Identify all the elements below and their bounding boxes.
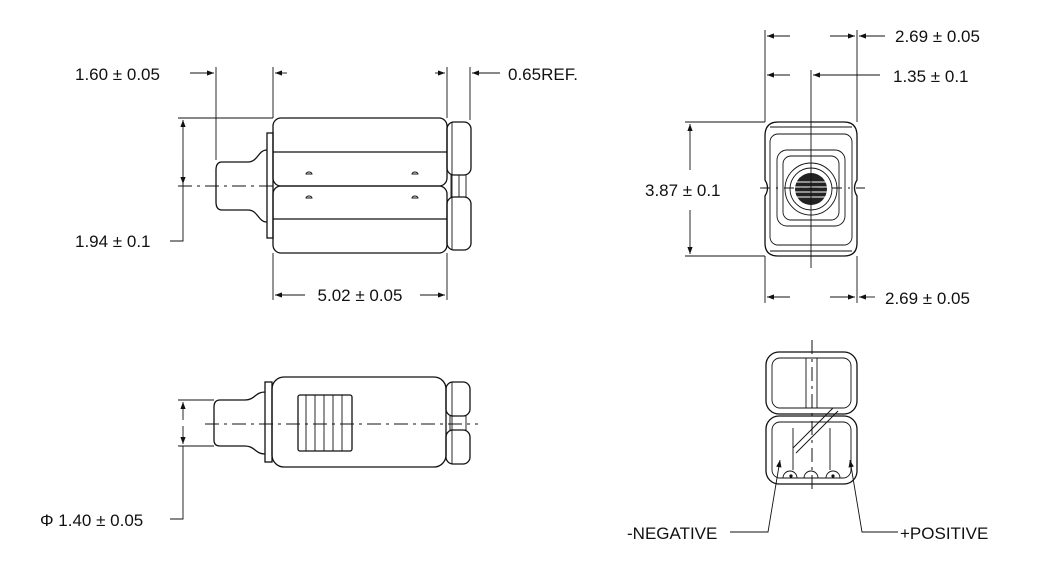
label-negative: -NEGATIVE (627, 524, 717, 543)
dim-cap-ref: 0.65REF. (508, 65, 578, 84)
end-view (760, 70, 865, 268)
dim-side-height: 1.94 ± 0.1 (75, 232, 151, 251)
dim-pin-diameter: Φ 1.40 ± 0.05 (40, 511, 143, 530)
dim-pin-length: 1.60 ± 0.05 (75, 65, 160, 84)
dim-body-length: 5.02 ± 0.05 (318, 286, 403, 305)
polarity-labels: -NEGATIVE +POSITIVE (627, 459, 988, 543)
side-view (178, 117, 472, 254)
end-view-dimensions: 2.69 ± 0.05 1.35 ± 0.1 3.87 ± 0.1 2.69 ±… (645, 27, 980, 308)
dim-end-half-width: 1.35 ± 0.1 (893, 67, 969, 86)
rear-view (765, 340, 858, 492)
dim-end-width-top: 2.69 ± 0.05 (895, 27, 980, 46)
top-view (205, 376, 478, 468)
dim-end-height: 3.87 ± 0.1 (645, 181, 721, 200)
dim-end-width-bottom: 2.69 ± 0.05 (885, 289, 970, 308)
label-positive: +POSITIVE (900, 524, 988, 543)
side-view-dimensions: 1.60 ± 0.05 0.65REF. 1.94 ± 0.1 5.02 ± 0… (75, 65, 578, 305)
top-view-dimensions: Φ 1.40 ± 0.05 (40, 399, 214, 530)
